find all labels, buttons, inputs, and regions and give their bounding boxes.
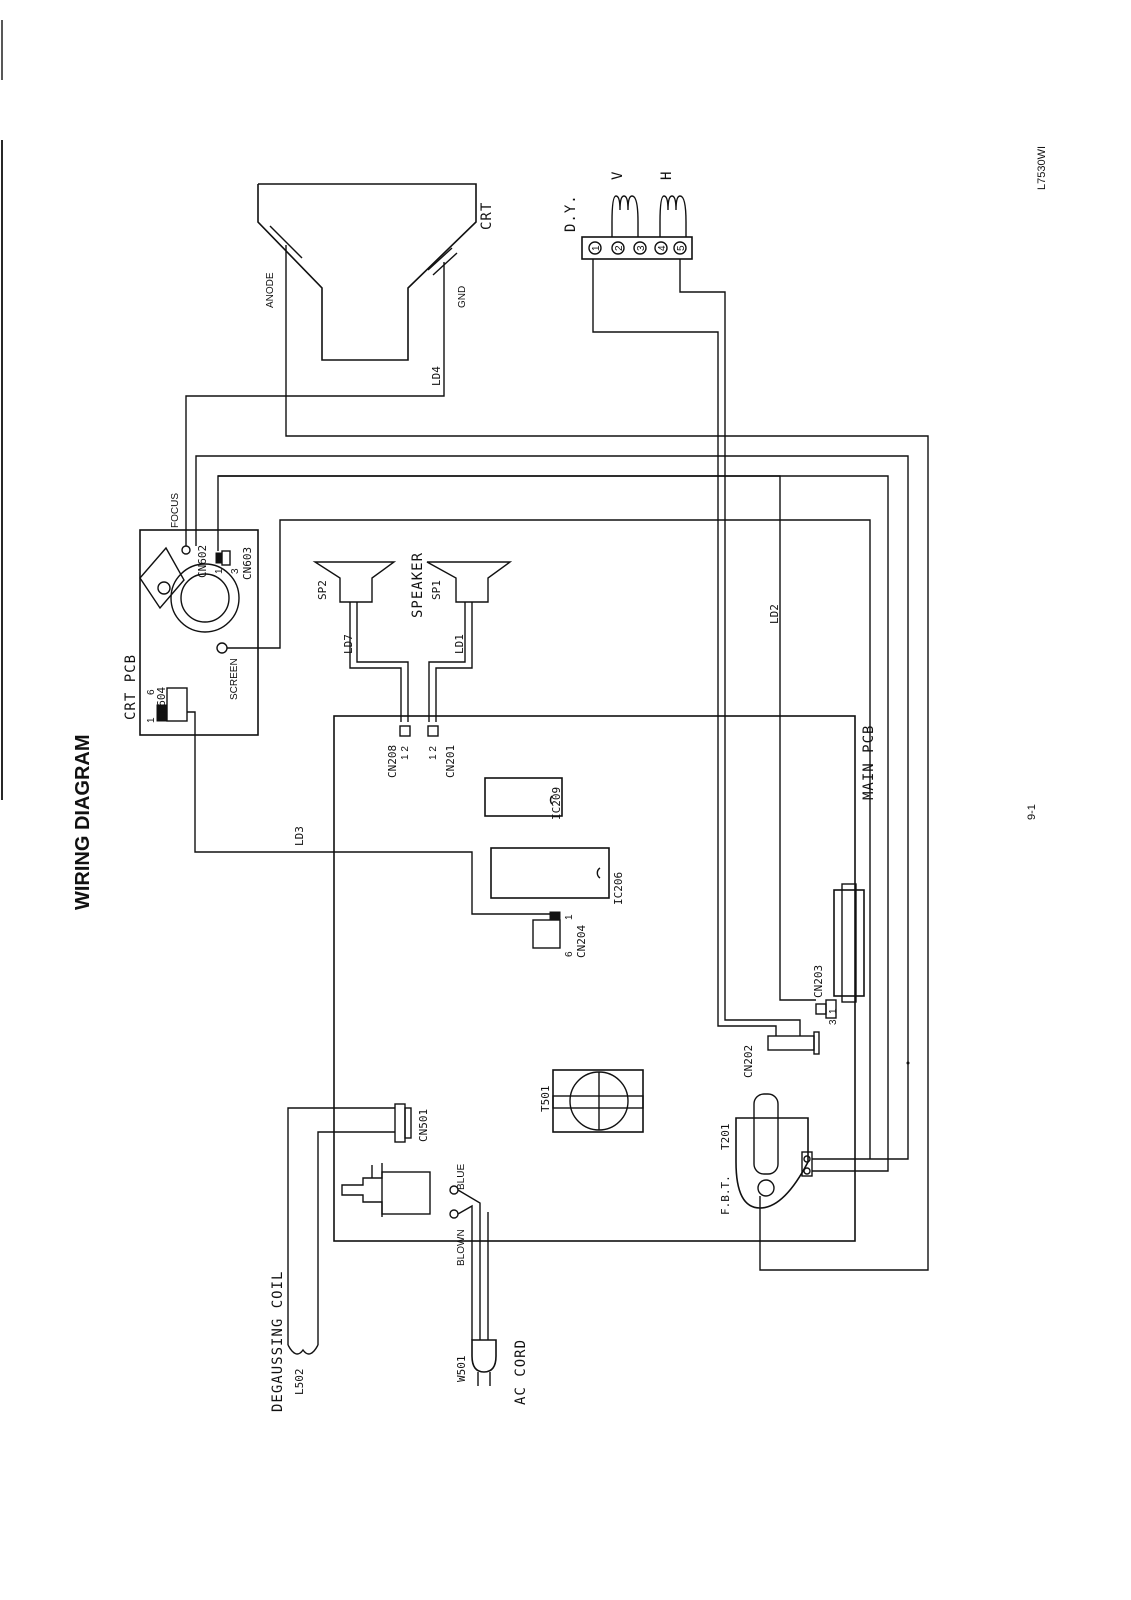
cn208-label: CN208 bbox=[386, 745, 399, 778]
sp2-speaker-icon bbox=[312, 561, 397, 603]
sp2-label: SP2 bbox=[316, 580, 329, 600]
w501-label: W501 bbox=[455, 1356, 468, 1383]
cn204-connector bbox=[549, 911, 561, 921]
ic209-label: IC209 bbox=[550, 787, 563, 820]
svg-text:3: 3 bbox=[828, 1019, 839, 1025]
svg-text:6: 6 bbox=[146, 689, 157, 695]
svg-text:1 2: 1 2 bbox=[428, 746, 439, 760]
dy-v-label: V bbox=[610, 171, 626, 180]
stray-mark bbox=[906, 1061, 910, 1065]
dy-terminal-icon bbox=[588, 241, 687, 255]
fbt-label: F.B.T. bbox=[719, 1175, 732, 1215]
cn201-connector bbox=[427, 725, 439, 737]
coil-loop-icon bbox=[287, 1344, 319, 1355]
cn603-label: CN603 bbox=[241, 547, 254, 580]
cn602-terminal bbox=[181, 545, 191, 555]
ld1-label: LD1 bbox=[453, 634, 466, 654]
cn604-label: CN604 bbox=[155, 687, 168, 720]
ld7-label: LD7 bbox=[342, 634, 355, 654]
ic206-label: IC206 bbox=[612, 872, 625, 905]
main-pcb-label: MAIN PCB bbox=[861, 725, 877, 800]
dy-h-label: H bbox=[659, 171, 675, 180]
svg-text:3: 3 bbox=[636, 245, 647, 251]
cn202-connector bbox=[767, 1035, 815, 1051]
cn501-label: CN501 bbox=[417, 1109, 430, 1142]
focus-label: FOCUS bbox=[170, 493, 181, 528]
svg-text:1: 1 bbox=[591, 245, 602, 251]
page-number: 9-1 bbox=[1026, 804, 1038, 820]
ld2-label: LD2 bbox=[768, 604, 781, 624]
svg-text:6: 6 bbox=[564, 951, 575, 957]
svg-text:1 2: 1 2 bbox=[400, 746, 411, 760]
cn204-label: CN204 bbox=[575, 925, 588, 958]
t501-transformer-icon bbox=[552, 1069, 644, 1133]
ld3-label: LD3 bbox=[293, 826, 306, 846]
wire-harness bbox=[185, 245, 929, 1271]
deflection-yoke: 1 2 3 4 5 D.Y. V H bbox=[563, 171, 693, 260]
t501-label: T501 bbox=[539, 1086, 552, 1113]
cn501-connector bbox=[394, 1103, 406, 1143]
crt-pcb: CRT PCB FOCUS CN602 1 3 CN603 SCREEN 6 1… bbox=[123, 493, 259, 736]
sp1-label: SP1 bbox=[430, 580, 443, 600]
svg-text:1: 1 bbox=[146, 717, 157, 723]
svg-text:3: 3 bbox=[230, 568, 241, 574]
crt-label: CRT bbox=[479, 202, 495, 230]
t201-label: T201 bbox=[719, 1124, 732, 1151]
anode-label: ANODE bbox=[265, 272, 276, 308]
ic206-chip bbox=[490, 847, 610, 899]
screen-terminal bbox=[216, 642, 228, 654]
dy-label: D.Y. bbox=[563, 194, 579, 232]
l502-label: L502 bbox=[293, 1369, 306, 1396]
cn202-label: CN202 bbox=[742, 1045, 755, 1078]
degaussing-coil: DEGAUSSING COIL L502 bbox=[270, 1107, 395, 1412]
blue-wire-label: BLUE bbox=[456, 1164, 467, 1190]
cn203-connector bbox=[815, 1003, 827, 1015]
v-coil-icon bbox=[611, 195, 639, 237]
degaussing-coil-label: DEGAUSSING COIL bbox=[270, 1271, 286, 1412]
svg-text:1: 1 bbox=[828, 1008, 839, 1014]
speakers: SP2 SP1 SPEAKER LD7 LD1 bbox=[312, 552, 513, 722]
cn208-connector bbox=[399, 725, 411, 737]
crt-pcb-label: CRT PCB bbox=[123, 654, 139, 720]
d-sub-connector bbox=[833, 889, 865, 997]
page-title: WIRING DIAGRAM bbox=[72, 734, 94, 910]
h-coil-icon bbox=[659, 195, 687, 237]
blown-wire-label: BLOWN bbox=[456, 1229, 467, 1266]
ic209-chip bbox=[484, 777, 563, 817]
crt: CRT ANODE GND bbox=[257, 183, 495, 361]
model-number: L7530WI bbox=[1036, 146, 1048, 190]
svg-text:5: 5 bbox=[676, 245, 687, 251]
screen-label: SCREEN bbox=[229, 658, 240, 700]
ac-plug-icon bbox=[471, 1339, 497, 1373]
svg-text:4: 4 bbox=[657, 245, 668, 251]
sp1-speaker-icon bbox=[426, 561, 513, 603]
svg-text:1: 1 bbox=[214, 568, 225, 574]
ac-cord: W501 AC CORD bbox=[455, 1189, 529, 1405]
ac-cord-label: AC CORD bbox=[513, 1339, 529, 1405]
power-switch-icon bbox=[341, 1163, 431, 1217]
gnd-label: GND bbox=[457, 286, 468, 308]
cn603-connector bbox=[215, 552, 223, 564]
cn602-label: CN602 bbox=[196, 545, 209, 578]
cn201-label: CN201 bbox=[444, 745, 457, 778]
speaker-label: SPEAKER bbox=[410, 552, 426, 618]
fbt-transformer-icon bbox=[735, 1093, 813, 1209]
main-pcb: MAIN PCB 1 2 1 2 CN208 CN201 IC209 IC206… bbox=[333, 715, 877, 1266]
crt-socket-icon bbox=[170, 563, 240, 633]
cn203-label: CN203 bbox=[812, 965, 825, 998]
svg-text:2: 2 bbox=[614, 245, 625, 251]
svg-text:1: 1 bbox=[564, 914, 575, 920]
ld4-label: LD4 bbox=[430, 366, 443, 386]
